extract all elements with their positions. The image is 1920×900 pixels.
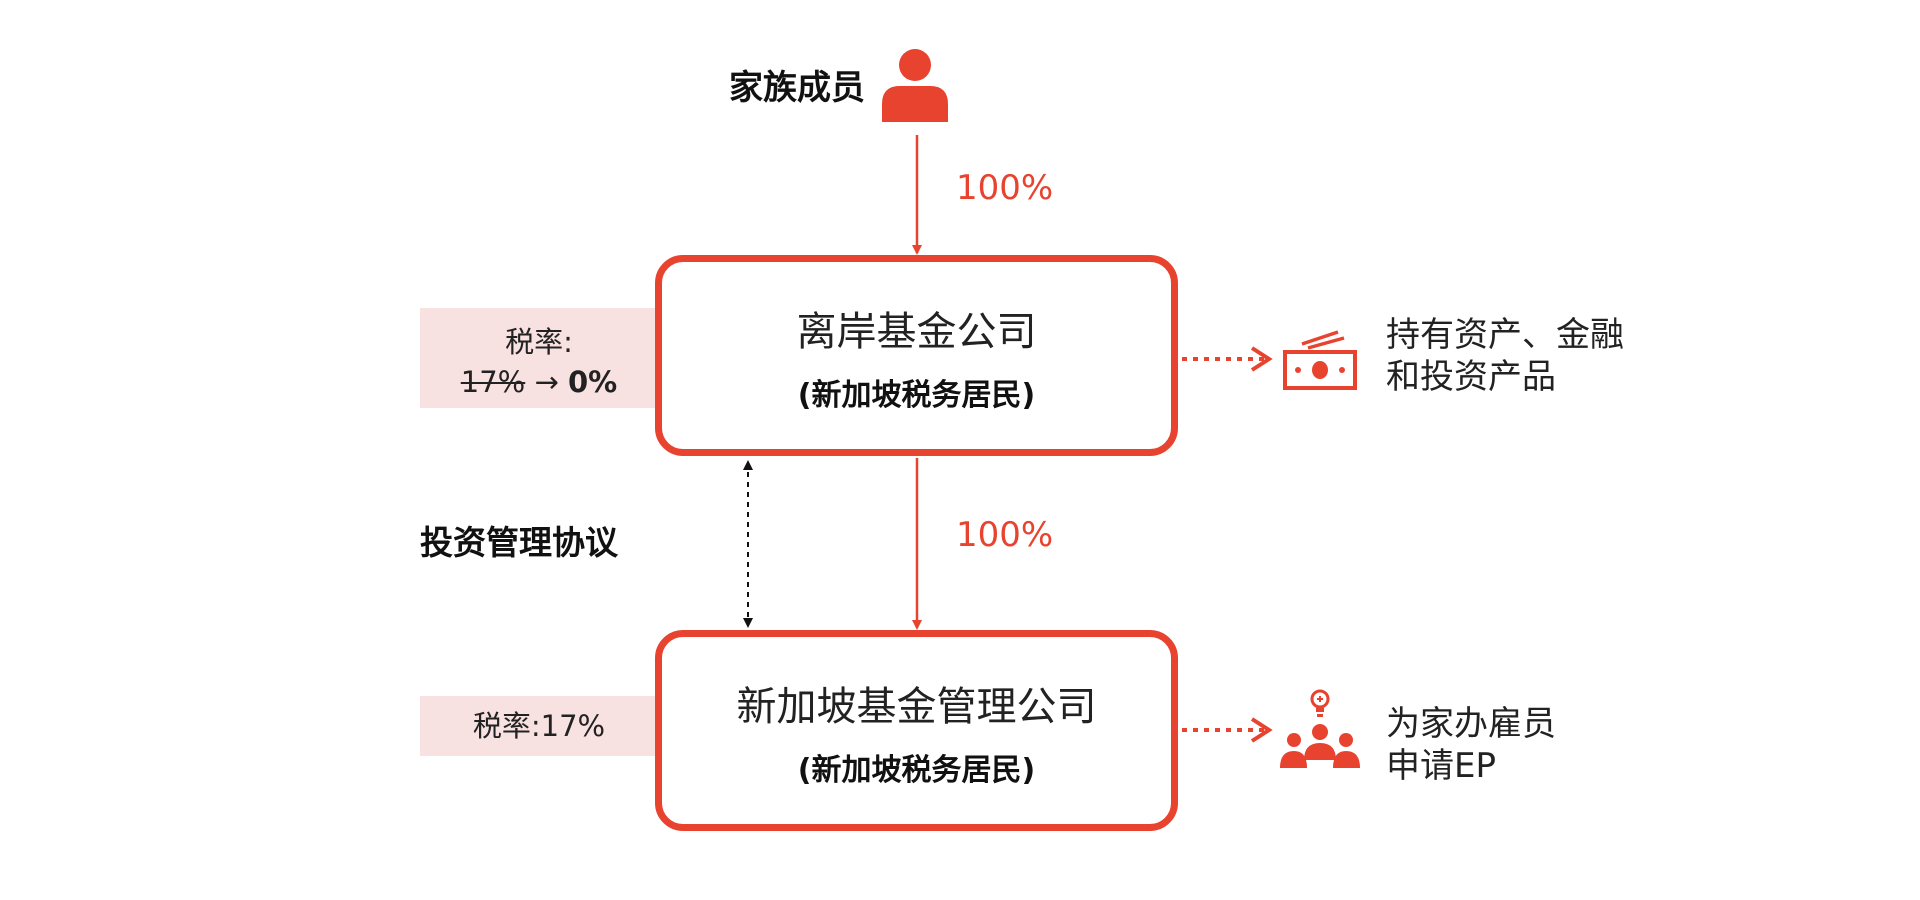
offshore-tax-old: 17% <box>460 365 526 399</box>
person-icon <box>882 49 948 122</box>
apply-ep-text: 为家办雇员 申请EP <box>1386 703 1686 787</box>
dotted-arrow-holds <box>1182 346 1273 372</box>
apply-ep-line1: 为家办雇员 <box>1386 704 1556 744</box>
holds-assets-line2: 和投资产品 <box>1386 357 1556 397</box>
offshore-tax-label: 税率: <box>505 325 573 359</box>
offshore-fund-title: 离岸基金公司 <box>796 309 1037 355</box>
holds-assets-line1: 持有资产、金融 <box>1386 315 1624 355</box>
money-icon <box>1283 330 1357 390</box>
management-company-subtitle: (新加坡税务居民) <box>797 753 1036 788</box>
team-idea-icon <box>1280 689 1360 768</box>
offshore-tax-new: 0% <box>567 365 618 399</box>
offshore-tax-change: 17% → 0% <box>420 362 658 402</box>
agreement-label: 投资管理协议 <box>420 523 618 562</box>
ownership-pct-mid: 100% <box>956 515 1054 555</box>
dotted-arrow-ep <box>1182 717 1273 743</box>
holds-assets-text: 持有资产、金融 和投资产品 <box>1386 314 1686 398</box>
family-member-label: 家族成员 <box>729 68 865 108</box>
offshore-tax-arrow: → <box>534 365 559 399</box>
ownership-pct-top: 100% <box>956 168 1054 208</box>
management-company-box: 新加坡基金管理公司 (新加坡税务居民) <box>655 630 1178 831</box>
offshore-fund-box: 离岸基金公司 (新加坡税务居民) <box>655 255 1178 456</box>
offshore-fund-subtitle: (新加坡税务居民) <box>797 378 1036 413</box>
offshore-tax-box: 税率: 17% → 0% <box>420 308 658 408</box>
management-tax-box: 税率:17% <box>420 696 658 756</box>
apply-ep-line2: 申请EP <box>1386 746 1496 786</box>
management-company-title: 新加坡基金管理公司 <box>736 684 1097 730</box>
